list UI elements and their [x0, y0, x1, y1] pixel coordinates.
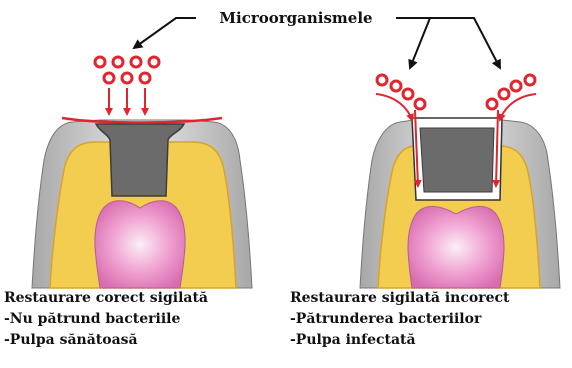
bacterium — [487, 99, 497, 109]
right-tooth — [360, 110, 560, 288]
bacterium — [113, 57, 123, 67]
left-pulp — [95, 201, 185, 288]
right-filling — [420, 128, 494, 192]
bacterium — [525, 75, 535, 85]
bacterium — [415, 99, 425, 109]
left-caption-line1: -Nu pătrund bacteriile — [4, 309, 290, 330]
bacterium — [131, 57, 141, 67]
left-caption: Restaurare corect sigilată -Nu pătrund b… — [4, 288, 290, 351]
bacterium — [122, 73, 132, 83]
microorganisms-label: Microorganismele — [196, 6, 396, 30]
bacterium — [511, 81, 521, 91]
bacterium — [140, 73, 150, 83]
right-pulp — [408, 206, 504, 288]
bacterium — [403, 89, 413, 99]
left-bacteria-arrows — [109, 88, 145, 114]
left-caption-heading: Restaurare corect sigilată — [4, 288, 290, 309]
right-caption-line2: -Pulpa infectată — [290, 330, 572, 351]
bacterium — [95, 57, 105, 67]
right-bacteria-arrows — [376, 94, 536, 120]
pointer-right-a — [396, 18, 430, 68]
pointer-left — [134, 18, 196, 48]
right-caption: Restaurare sigilată incorect -Pătrundere… — [290, 288, 572, 351]
left-caption-line2: -Pulpa sănătoasă — [4, 330, 290, 351]
left-bacteria — [95, 57, 159, 83]
bacterium — [391, 81, 401, 91]
right-caption-heading: Restaurare sigilată incorect — [290, 288, 572, 309]
left-tooth — [32, 118, 252, 288]
bacterium — [149, 57, 159, 67]
bacterium — [377, 75, 387, 85]
bacterium — [499, 89, 509, 99]
bacterium — [104, 73, 114, 83]
pointer-right-b — [430, 18, 500, 68]
right-caption-line1: -Pătrunderea bacteriilor — [290, 309, 572, 330]
